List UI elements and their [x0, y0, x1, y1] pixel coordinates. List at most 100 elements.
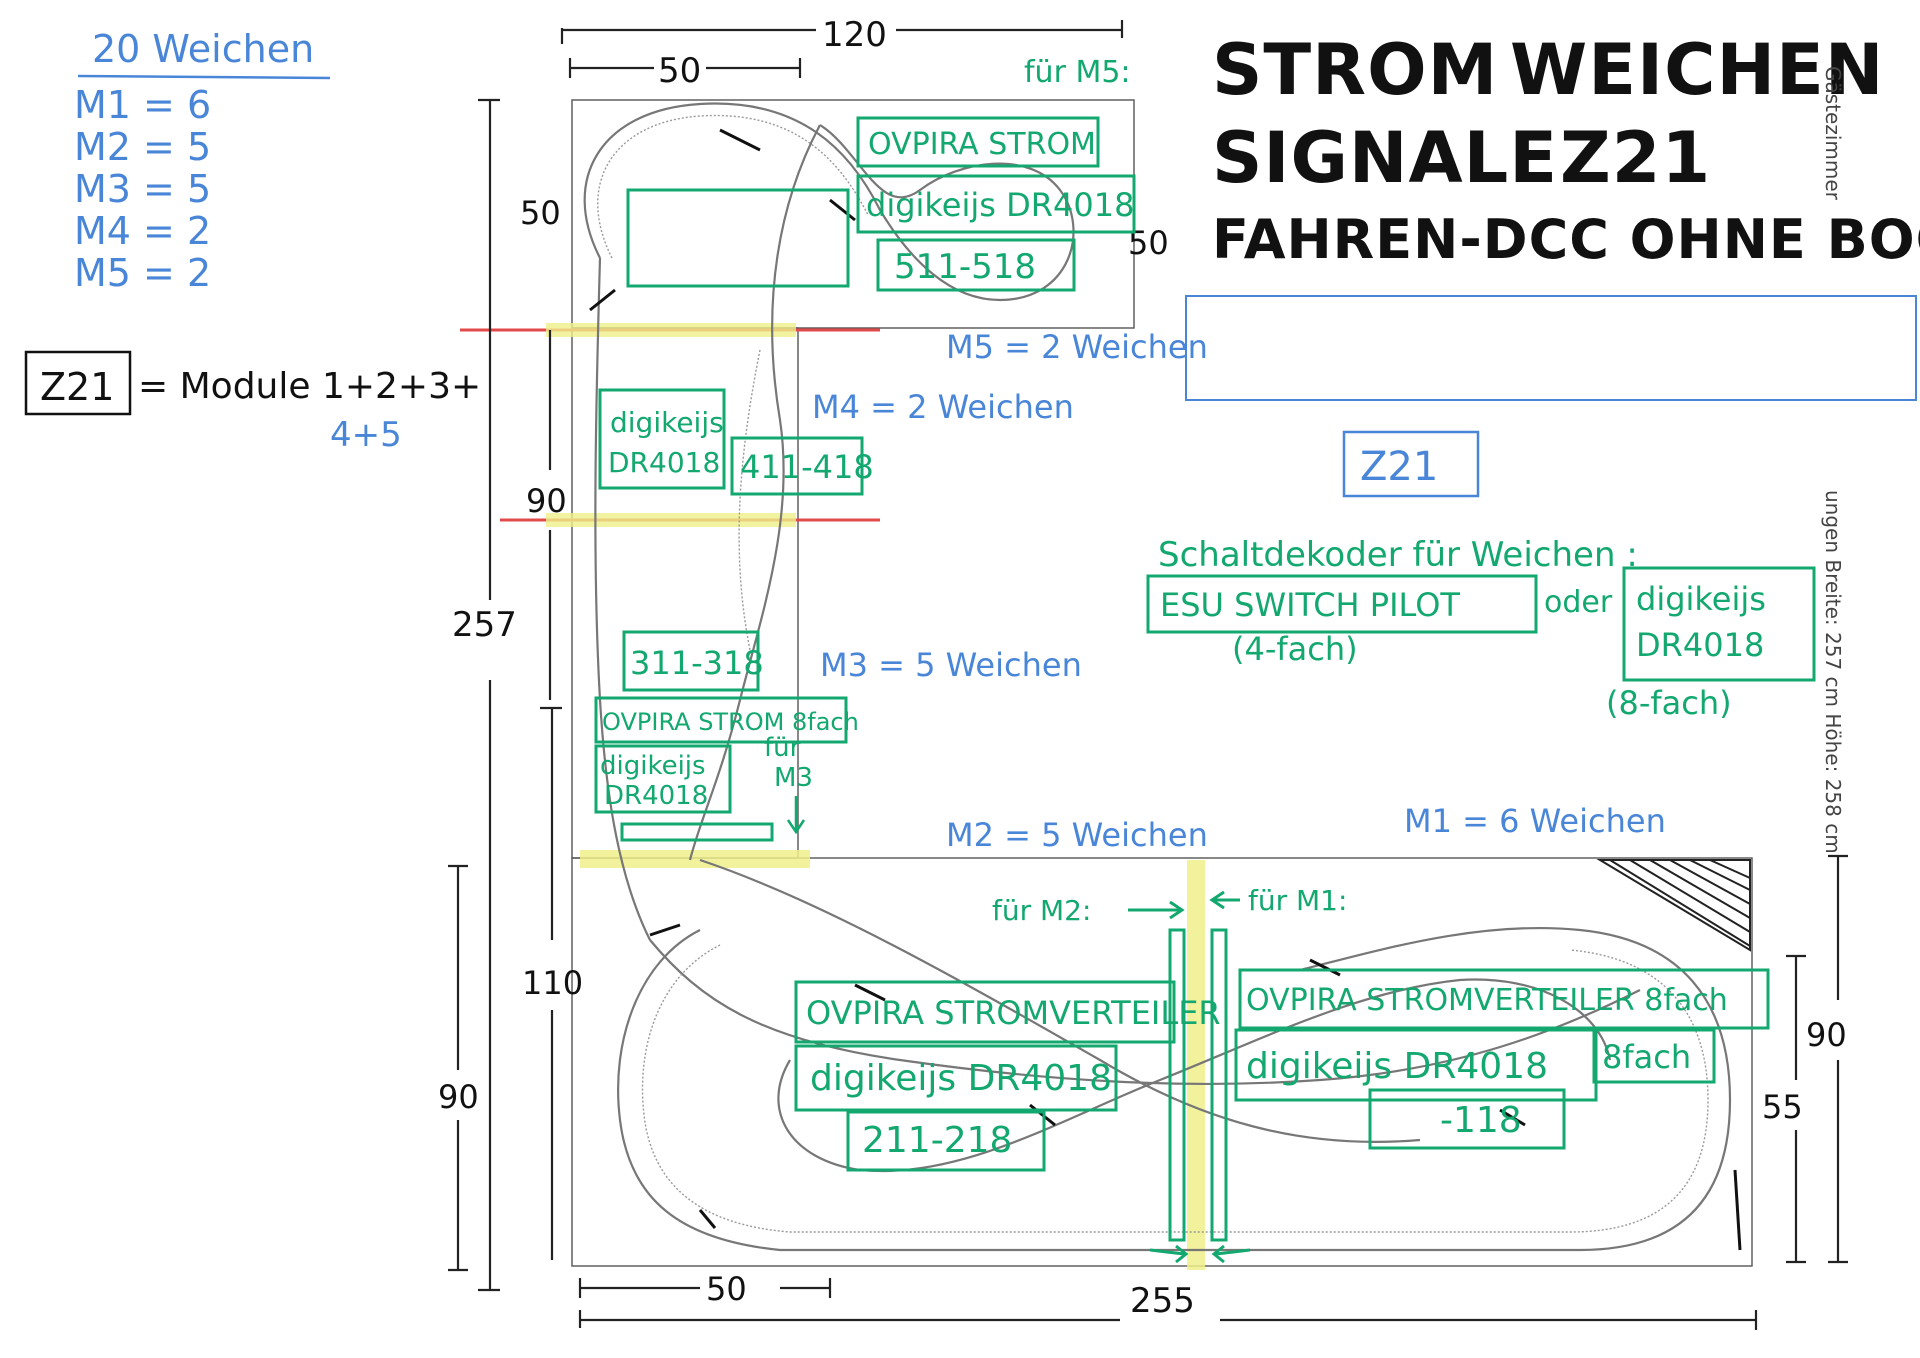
- label-m2-weichen: M2 = 5 Weichen: [946, 816, 1208, 854]
- corner-hatch: [1596, 859, 1751, 952]
- arrow-down-icon: [786, 796, 806, 835]
- title-z21: Z21: [1560, 117, 1711, 199]
- m1-ovpira-label: OVPIRA STROMVERTEILER 8fach: [1246, 983, 1728, 1018]
- box-m3-digi: [594, 744, 732, 814]
- m4-digi-label-1: digikeijs: [610, 406, 724, 439]
- box-m3-range: [622, 630, 760, 692]
- label-m5-weichen: M5 = 2 Weichen: [946, 328, 1208, 366]
- arrow-bottom-left-icon: [1211, 1244, 1251, 1264]
- side-text: Gästezimmer ungen Breite: 257 cm Höhe: 2…: [1821, 66, 1845, 854]
- m3-range-label: 311-318: [630, 644, 764, 682]
- title-strom: STROM: [1212, 29, 1498, 111]
- box-m3-ovpira: [594, 696, 848, 744]
- yellow-band-2: [546, 513, 796, 527]
- box-esu: [1146, 574, 1538, 634]
- track-bottom-oval-inner: [641, 944, 1709, 1233]
- side-text-top: Gästezimmer: [1821, 66, 1845, 201]
- box-m4-digi: [598, 388, 726, 490]
- side-text-bottom: ungen Breite: 257 cm Höhe: 258 cm: [1821, 490, 1845, 854]
- label-fuer-m5: für M5:: [1024, 55, 1131, 90]
- dim-top-inner: 50: [658, 51, 701, 91]
- m5-count: M5 = 2: [74, 251, 211, 295]
- label-m4-weichen: M4 = 2 Weichen: [812, 388, 1074, 426]
- m3-rail-bar: [620, 822, 774, 842]
- title-fahren: FAHREN-DCC OHNE BOOSTER: [1212, 208, 1920, 271]
- acht-fach-label: (8-fach): [1606, 684, 1732, 722]
- dim-bottom-inner-line: [448, 864, 468, 1272]
- box-m5-range: [876, 238, 1076, 292]
- schaltdekoder-label: Schaltdekoder für Weichen :: [1158, 535, 1638, 575]
- legend: Z21 Schaltdekoder für Weichen : ESU SWIT…: [1146, 295, 1917, 722]
- weichen-total: 20 Weichen: [92, 27, 314, 71]
- arrow-left-icon: [1209, 890, 1240, 910]
- z21-modules-extra: 4+5: [330, 415, 402, 455]
- dim-bottom-inner-width: 50: [706, 1270, 747, 1308]
- z21-device-label: Z21: [1360, 444, 1438, 490]
- hatch-lines: [1609, 859, 1751, 947]
- arrow-bottom-right-icon: [1149, 1244, 1189, 1264]
- m2-digi-label: digikeijs DR4018: [810, 1058, 1112, 1099]
- m2-ovpira-label: OVPIRA STROMVERTEILER: [806, 994, 1221, 1032]
- m3-digi-label-2: DR4018: [604, 781, 708, 811]
- post-left: [1168, 928, 1186, 1242]
- track-plan: [583, 102, 1742, 1252]
- left-notes: 20 Weichen M1 = 6 M2 = 5 M3 = 5 M4 = 2 M…: [74, 27, 331, 295]
- board-m2-m1: [571, 857, 1753, 1267]
- turnout-markers: [589, 128, 1742, 1251]
- m4-count: M4 = 2: [74, 209, 211, 253]
- m2-boxes: OVPIRA STROMVERTEILER digikeijs DR4018 2…: [794, 980, 1221, 1172]
- arrow-right-icon: [1128, 900, 1185, 920]
- m5-boxes: OVPIRA STROM digikeijs DR4018 511-518: [626, 116, 1136, 292]
- track-m5-loop: [583, 102, 1075, 302]
- box-legend-digi: [1622, 566, 1816, 682]
- title-signale: SIGNALE: [1212, 117, 1558, 199]
- box-m5-hidden: [626, 188, 850, 288]
- post-right: [1210, 928, 1228, 1242]
- dim-bottom-inner-width-line: [578, 1278, 832, 1298]
- esu-label: ESU SWITCH PILOT: [1160, 586, 1460, 624]
- module-labels: für M5: M5 = 2 Weichen M4 = 2 Weichen M3…: [764, 55, 1666, 927]
- m5-ovpira-label: OVPIRA STROM: [868, 127, 1096, 162]
- box-m2-range: [846, 1110, 1046, 1172]
- box-m1-ovpira: [1238, 968, 1770, 1030]
- label-m1-weichen: M1 = 6 Weichen: [1404, 802, 1666, 840]
- m4-digi-label-2: DR4018: [608, 446, 720, 479]
- dim-right-55: 55: [1762, 1088, 1803, 1126]
- m3-ovpira-label: OVPIRA STROM 8fach: [602, 708, 859, 736]
- legend-digi-1: digikeijs: [1636, 580, 1766, 618]
- dim-total-height: 257: [452, 605, 517, 645]
- z21-box: [24, 350, 132, 416]
- m2-range-label: 211-218: [862, 1120, 1012, 1161]
- box-m5-digi: [856, 174, 1136, 234]
- dim-total-height-line: [478, 98, 500, 1292]
- m5-digi-label: digikeijs DR4018: [866, 186, 1134, 224]
- label-fuer-m3-a: für: [764, 733, 801, 763]
- m3-count: M3 = 5: [74, 167, 211, 211]
- yellow-band-3: [580, 850, 810, 868]
- separator-posts: [1149, 928, 1251, 1264]
- dim-right-90-line: [1828, 854, 1848, 1264]
- m4-boxes: digikeijs DR4018 411-418: [598, 388, 874, 496]
- dim-bottom-left-height: 110: [522, 964, 583, 1002]
- separators: [460, 323, 1205, 1270]
- box-m1-digi: [1234, 1028, 1598, 1102]
- m3-digi-label-1: digikeijs: [600, 751, 706, 781]
- z21-device-box: [1342, 430, 1480, 498]
- track-inner-figure: [777, 978, 1612, 1173]
- m1-boxes: OVPIRA STROMVERTEILER 8fach digikeijs DR…: [1234, 968, 1770, 1150]
- vier-fach-label: (4-fach): [1232, 630, 1358, 668]
- m1-digi-label: digikeijs DR4018: [1246, 1046, 1548, 1087]
- box-m1-8fach: [1592, 1028, 1716, 1084]
- m1-count: M1 = 6: [74, 83, 211, 127]
- title-block: STROM WEICHEN SIGNALE Z21 FAHREN-DCC OHN…: [1212, 29, 1920, 271]
- box-m1-range: [1368, 1088, 1566, 1150]
- m3-boxes: 311-318 OVPIRA STROM 8fach digikeijs DR4…: [594, 630, 859, 842]
- track-left-run: [594, 257, 651, 941]
- m1-8fach-label: 8fach: [1602, 1038, 1691, 1076]
- track-m5-inner: [597, 114, 869, 259]
- track-diagonal: [699, 858, 1421, 1143]
- label-m3-weichen: M3 = 5 Weichen: [820, 646, 1082, 684]
- track-right-run: [688, 124, 821, 861]
- underline: [77, 74, 331, 80]
